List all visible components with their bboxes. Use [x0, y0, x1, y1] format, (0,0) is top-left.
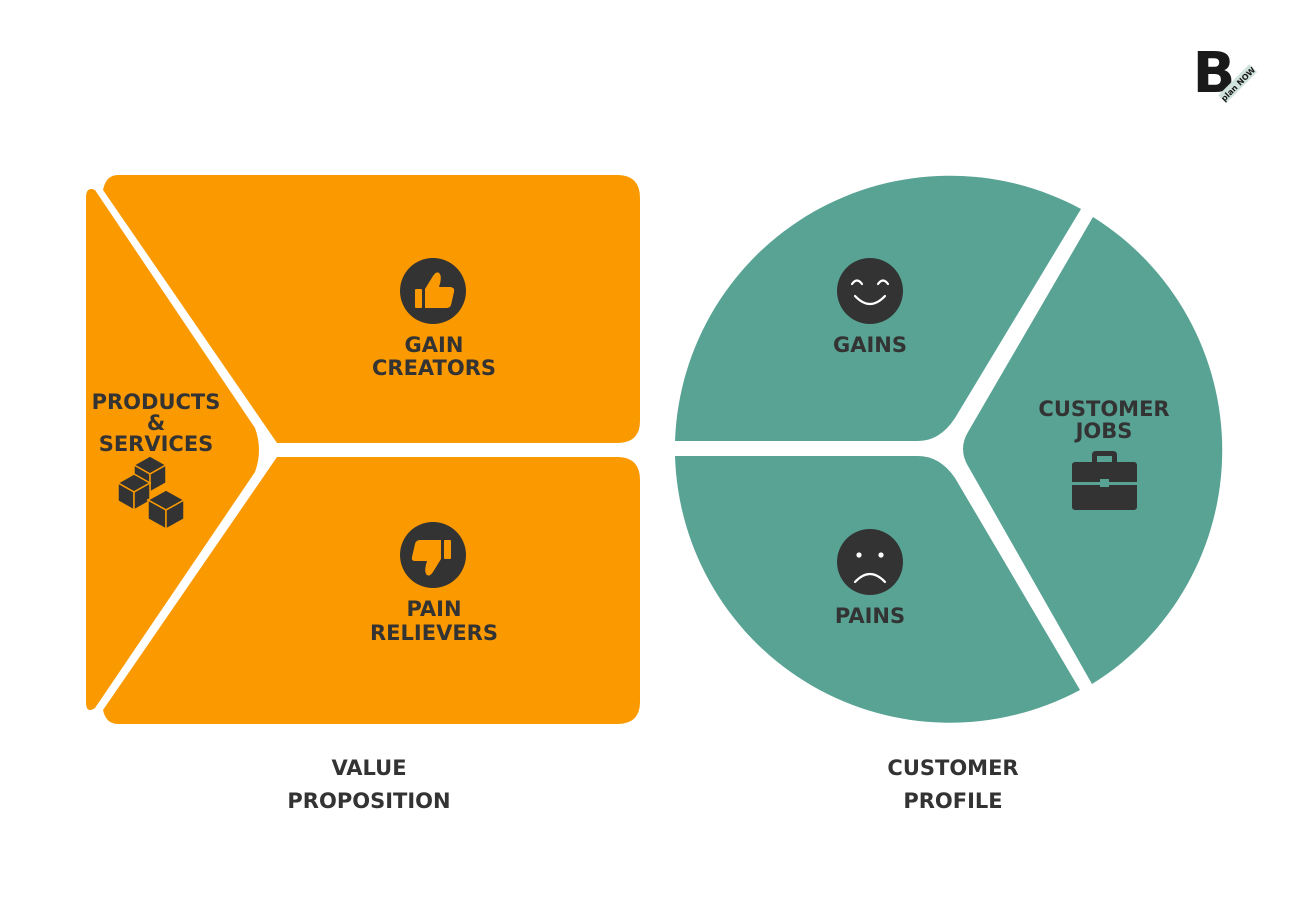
products-services-label-line2: & — [147, 411, 165, 435]
customer-jobs-label-line1: CUSTOMER — [1038, 397, 1169, 421]
briefcase-icon — [1072, 451, 1137, 510]
customer-profile-caption-line2: PROFILE — [903, 789, 1002, 813]
pain-relievers-label-line2: RELIEVERS — [370, 621, 498, 645]
customer-profile-caption-line1: CUSTOMER — [887, 756, 1018, 780]
gain-creators-label-line2: CREATORS — [372, 356, 496, 380]
gains-label: GAINS — [833, 333, 907, 357]
pain-relievers-section — [103, 457, 640, 724]
customer-jobs-section — [963, 217, 1223, 684]
pain-relievers-label-line1: PAIN — [406, 597, 461, 621]
smile-icon — [837, 258, 903, 324]
customer-jobs-label-line2: JOBS — [1074, 419, 1133, 443]
value-proposition-caption-line2: PROPOSITION — [287, 789, 450, 813]
products-services-label-line1: PRODUCTS — [92, 390, 221, 414]
gain-creators-section — [103, 175, 640, 443]
products-services-label-line3: SERVICES — [99, 432, 214, 456]
logo-tag-bg — [1218, 64, 1258, 104]
products-services-block: PRODUCTS & SERVICES — [92, 390, 221, 531]
value-proposition-caption-line1: VALUE — [331, 756, 406, 780]
gains-block: GAINS — [833, 258, 907, 357]
boxes-icon — [116, 455, 186, 531]
frown-icon — [837, 529, 903, 595]
gain-creators-label-line1: GAIN — [405, 333, 464, 357]
brand-logo: B plan NOW — [1193, 41, 1258, 106]
customer-jobs-block: CUSTOMER JOBS — [1038, 397, 1170, 510]
pains-block: PAINS — [835, 529, 905, 628]
pains-label: PAINS — [835, 604, 905, 628]
pain-relievers-block: PAIN RELIEVERS — [370, 522, 498, 645]
value-proposition-square — [86, 175, 640, 724]
gain-creators-block: GAIN CREATORS — [372, 258, 496, 380]
products-services-section — [86, 189, 259, 710]
customer-profile-circle — [675, 175, 1223, 723]
